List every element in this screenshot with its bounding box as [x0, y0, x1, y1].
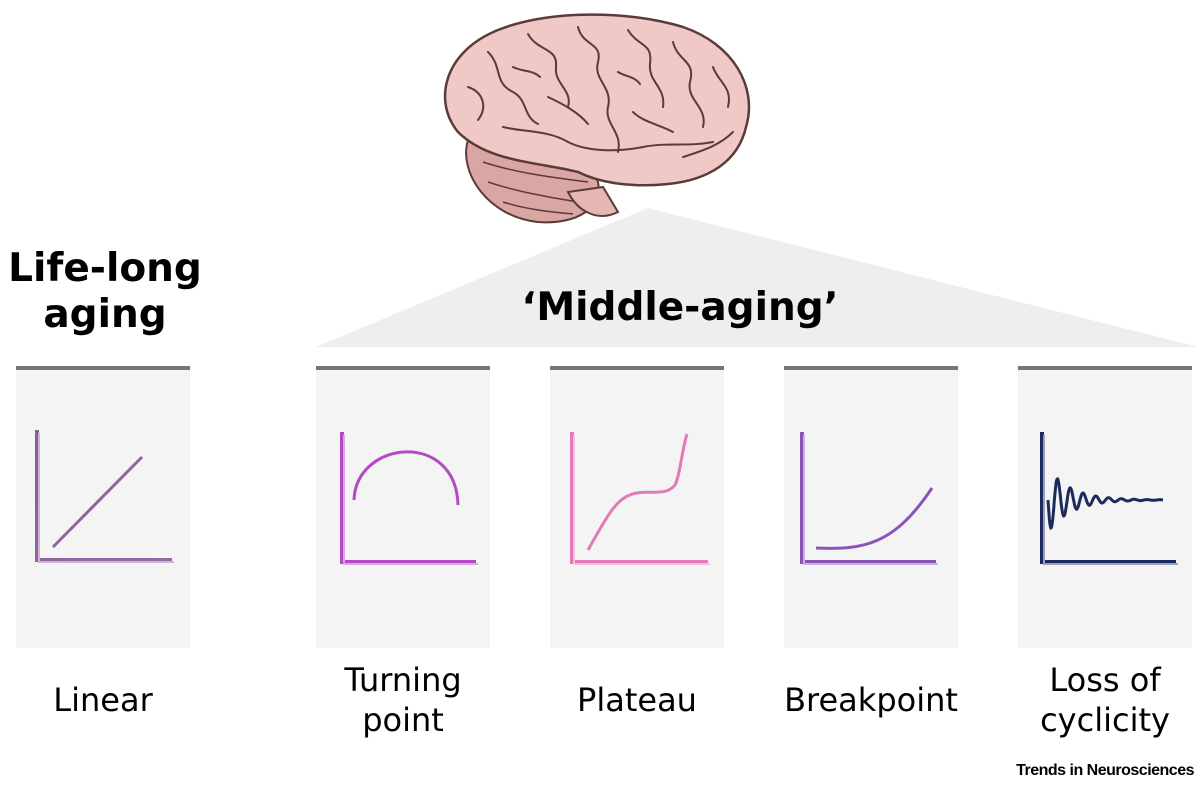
panel-linear	[16, 366, 190, 648]
panel-turning-point	[316, 366, 490, 648]
brain-icon	[428, 12, 758, 224]
panel-plateau	[550, 366, 724, 648]
middle-aging-heading: ‘Middle-aging’	[470, 285, 890, 331]
life-long-aging-heading: Life-long aging	[0, 246, 210, 338]
oscillation-line	[1048, 479, 1163, 528]
panel-breakpoint	[784, 366, 958, 648]
label-plateau: Plateau	[550, 680, 724, 720]
turning-point-trajectory-plot	[316, 370, 490, 648]
label-breakpoint: Breakpoint	[764, 680, 978, 720]
linear-trajectory-plot	[16, 370, 190, 648]
label-linear: Linear	[16, 680, 190, 720]
breakpoint-trajectory-plot	[784, 370, 958, 648]
journal-credit: Trends in Neurosciences	[1016, 762, 1194, 780]
loss-of-cyclicity-trajectory-plot	[1018, 370, 1192, 648]
panel-loss-of-cyclicity	[1018, 366, 1192, 648]
label-turning-point: Turning point	[316, 660, 490, 740]
label-loss-of-cyclicity: Loss of cyclicity	[1018, 660, 1192, 740]
plateau-trajectory-plot	[550, 370, 724, 648]
